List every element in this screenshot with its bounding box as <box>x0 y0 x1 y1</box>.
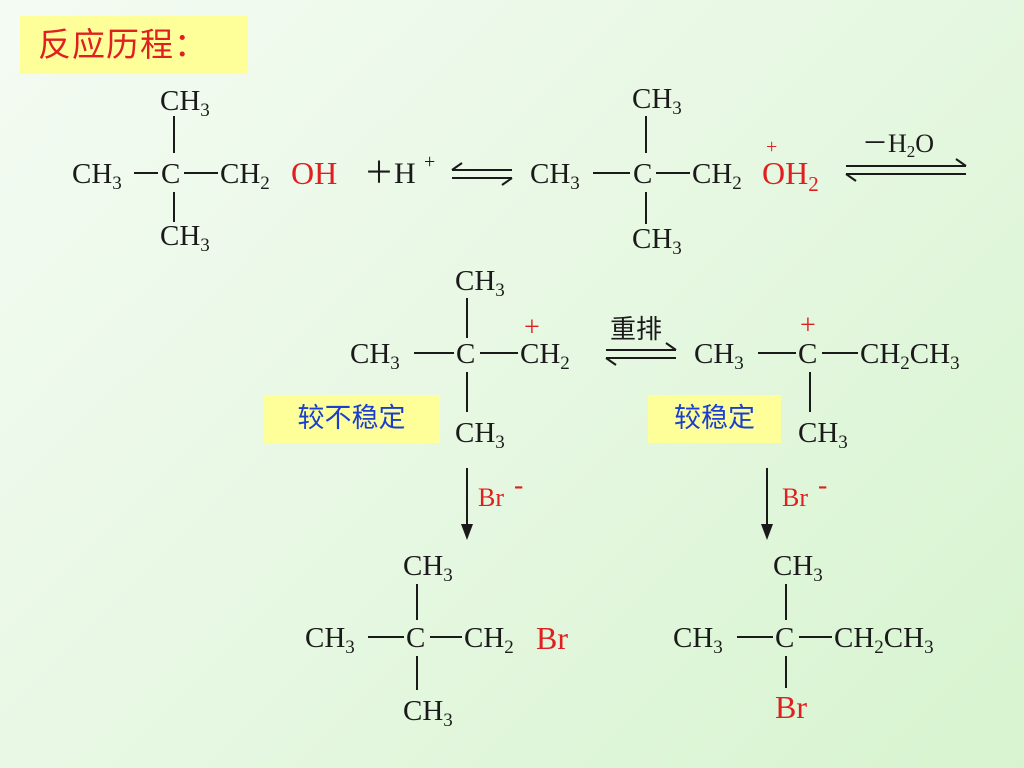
svg-text:C: C <box>775 622 794 654</box>
molecule-neopentyl-alcohol: CH3 CH3 C CH2 CH3 <box>72 85 270 256</box>
svg-text:CH3: CH3 <box>798 417 848 453</box>
svg-text:－H2O: －H2O <box>862 129 934 161</box>
svg-text:CH2CH3: CH2CH3 <box>834 622 934 658</box>
svg-text:CH2: CH2 <box>220 158 270 194</box>
label-less-stable: 较不稳定 <box>263 395 440 443</box>
svg-text:OH2: OH2 <box>762 155 819 196</box>
equilibrium-arrow-1 <box>451 162 513 186</box>
svg-text:-: - <box>818 470 827 501</box>
label-more-stable: 较稳定 <box>648 395 781 443</box>
svg-text:+: + <box>766 136 777 158</box>
svg-text:CH3: CH3 <box>694 338 744 374</box>
svg-text:Br: Br <box>478 483 504 512</box>
molecule-protonated-alcohol: CH3 CH3 C CH2 CH3 <box>530 83 742 259</box>
bromine-substituent-1: Br <box>536 620 568 656</box>
svg-text:CH2: CH2 <box>692 158 742 194</box>
rearrangement-label: 重排 <box>610 315 662 344</box>
svg-text:+: + <box>424 151 435 173</box>
svg-text:C: C <box>406 622 425 654</box>
svg-text:C: C <box>456 338 475 370</box>
svg-text:CH2: CH2 <box>520 338 570 374</box>
svg-text:CH3: CH3 <box>632 83 682 119</box>
page-title: 反应历程： <box>20 16 248 74</box>
primary-carbocation: CH3 CH3 C CH2 CH3 <box>350 265 570 453</box>
svg-text:-: - <box>514 470 523 501</box>
tertiary-carbocation: CH3 C CH2CH3 CH3 <box>694 338 960 453</box>
positive-charge-primary: + <box>524 312 540 343</box>
svg-text:CH3: CH3 <box>530 158 580 194</box>
hydroxyl-group: OH <box>291 155 337 191</box>
svg-text:CH3: CH3 <box>403 550 453 586</box>
svg-text:CH3: CH3 <box>160 220 210 256</box>
oxonium-group: + OH2 <box>762 136 819 196</box>
svg-text:CH3: CH3 <box>455 417 505 453</box>
svg-text:CH2CH3: CH2CH3 <box>860 338 960 374</box>
svg-text:CH3: CH3 <box>403 695 453 731</box>
bromide-attack-arrow-right: Br - <box>761 468 827 540</box>
svg-text:CH3: CH3 <box>673 622 723 658</box>
svg-text:＋H: ＋H <box>364 157 416 190</box>
product-neopentyl-bromide: CH3 CH3 C CH2 CH3 <box>305 550 514 731</box>
svg-text:CH3: CH3 <box>72 158 122 194</box>
svg-text:CH3: CH3 <box>350 338 400 374</box>
svg-text:CH3: CH3 <box>632 223 682 259</box>
svg-text:CH3: CH3 <box>773 550 823 586</box>
svg-text:C: C <box>161 158 180 190</box>
svg-text:C: C <box>798 338 817 370</box>
dehydration-arrow: －H2O <box>845 129 967 182</box>
rearrangement-arrow: 重排 <box>605 315 677 366</box>
svg-text:CH3: CH3 <box>455 265 505 301</box>
product-tertiary-bromide: CH3 CH3 C CH2CH3 <box>673 550 934 688</box>
svg-text:CH2: CH2 <box>464 622 514 658</box>
positive-charge-tertiary: + <box>800 310 816 341</box>
svg-text:CH3: CH3 <box>305 622 355 658</box>
svg-text:CH3: CH3 <box>160 85 210 121</box>
proton-reagent: ＋H + <box>364 151 435 190</box>
svg-text:Br: Br <box>782 483 808 512</box>
bromine-substituent-2: Br <box>775 689 807 725</box>
bromide-attack-arrow-left: Br - <box>461 468 523 540</box>
svg-text:C: C <box>633 158 652 190</box>
